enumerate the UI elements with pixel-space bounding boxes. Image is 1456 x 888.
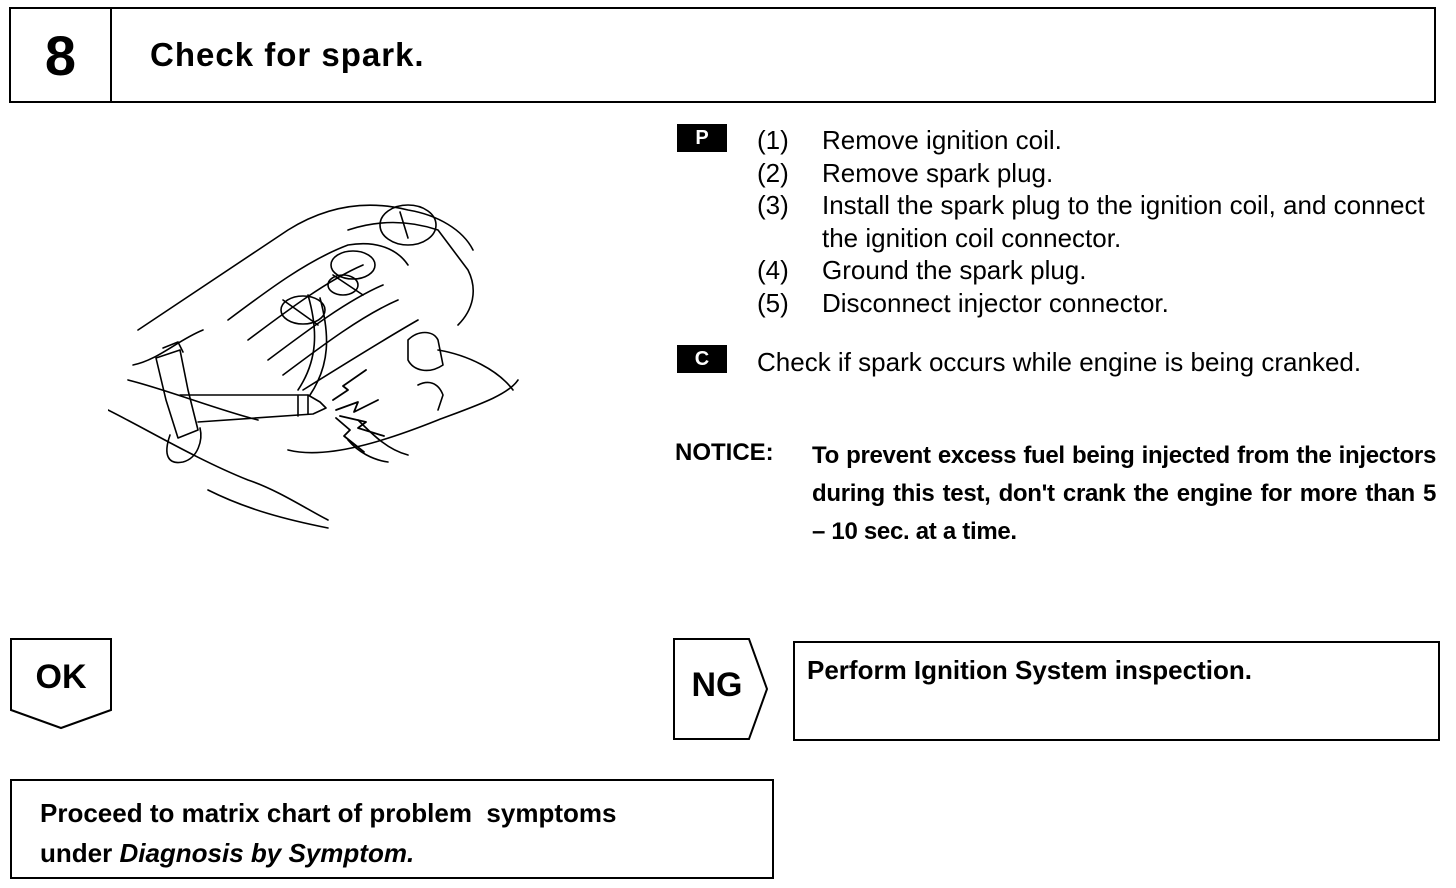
check-badge: C bbox=[677, 345, 727, 373]
check-text: Check if spark occurs while engine is be… bbox=[757, 347, 1362, 377]
step-num: (2) bbox=[757, 157, 789, 188]
step-num: (5) bbox=[757, 287, 789, 318]
ok-result-line2: under Diagnosis by Symptom. bbox=[40, 833, 744, 873]
ng-label: NG bbox=[691, 666, 743, 704]
ok-result-line1: Proceed to matrix chart of problem sympt… bbox=[40, 798, 617, 828]
notice-text: To prevent excess fuel being injected fr… bbox=[812, 442, 1436, 545]
procedure-step: (3) Install the spark plug to the igniti… bbox=[757, 189, 1437, 254]
step-text: Remove ignition coil. bbox=[822, 125, 1062, 155]
step-num: (1) bbox=[757, 125, 789, 155]
step-num: (4) bbox=[757, 255, 789, 285]
ok-result-box: Proceed to matrix chart of problem sympt… bbox=[10, 779, 774, 879]
procedure-step: (4) Ground the spark plug. bbox=[757, 254, 1437, 287]
ng-result-box: Perform Ignition System inspection. bbox=[793, 641, 1440, 741]
ng-result-text: Perform Ignition System inspection. bbox=[807, 655, 1252, 685]
spark-test-illustration bbox=[108, 204, 519, 529]
procedure-step: (1) Remove ignition coil. bbox=[757, 124, 1437, 157]
diagnosis-reference: Diagnosis by Symptom. bbox=[119, 838, 415, 868]
procedure-badge: P bbox=[677, 124, 727, 152]
procedure-step: (5) Disconnect injector connector. bbox=[757, 287, 1437, 320]
step-text: Ground the spark plug. bbox=[822, 255, 1087, 285]
ng-arrow-icon bbox=[673, 638, 769, 740]
ok-arrow-icon bbox=[10, 638, 112, 730]
notice-label: NOTICE: bbox=[675, 439, 774, 466]
procedure-steps: (1) Remove ignition coil. (2) Remove spa… bbox=[757, 124, 1437, 319]
step-title: Check for spark. bbox=[150, 36, 425, 73]
step-num: (3) bbox=[757, 190, 789, 220]
ok-label: OK bbox=[35, 658, 87, 696]
ok-result-prefix: under bbox=[40, 838, 120, 868]
step-header: 8 Check for spark. bbox=[9, 7, 1436, 103]
step-text: Disconnect injector connector. bbox=[822, 287, 1169, 318]
step-number: 8 bbox=[11, 9, 112, 101]
procedure-step: (2) Remove spark plug. bbox=[757, 157, 1437, 190]
step-text: Remove spark plug. bbox=[822, 157, 1054, 188]
step-text: Install the spark plug to the ignition c… bbox=[822, 190, 1425, 253]
